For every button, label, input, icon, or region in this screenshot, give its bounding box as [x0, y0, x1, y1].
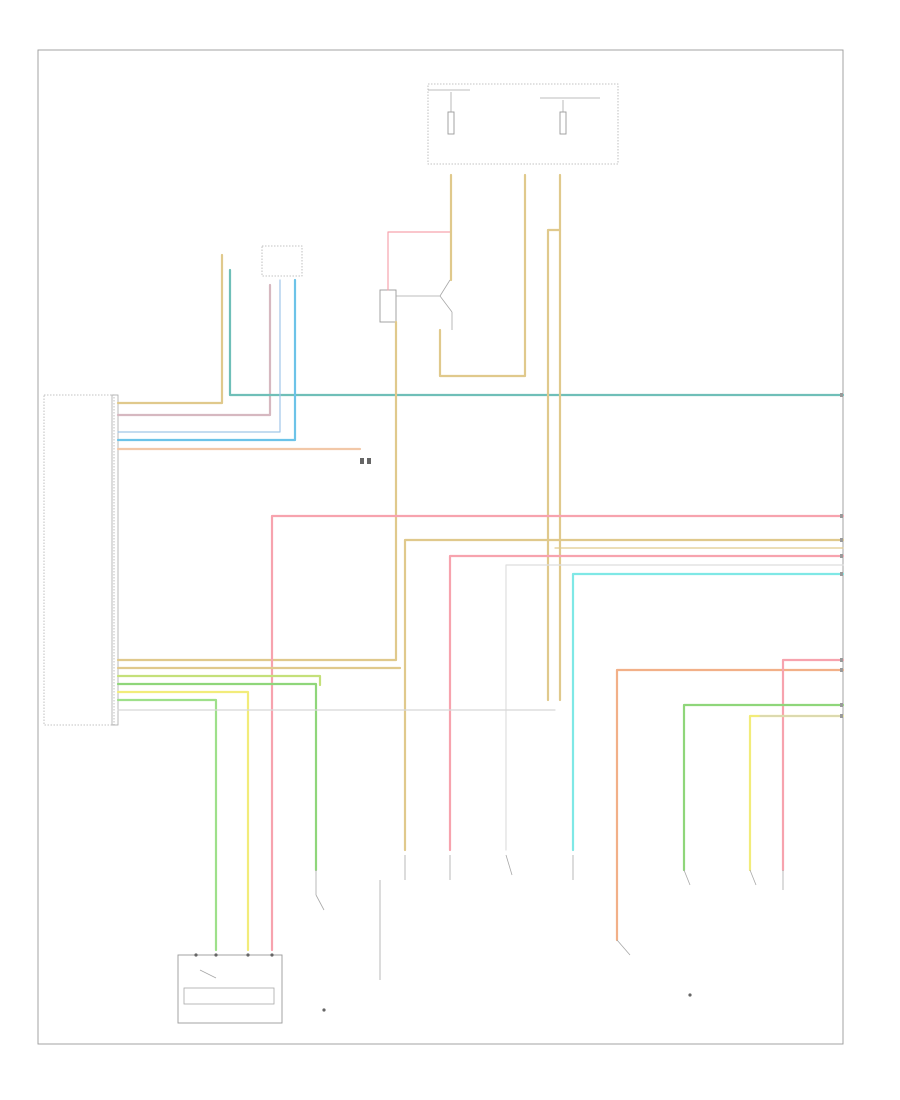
connector-tick	[840, 658, 843, 662]
wire-tan-relay	[116, 320, 398, 662]
switch-contact-1	[616, 939, 631, 956]
wire-pink-long	[270, 514, 845, 952]
wire-yellow-green-1	[116, 674, 322, 687]
wire-blue-2	[117, 279, 281, 433]
wire-yellow-1	[116, 690, 250, 952]
connector-tick	[840, 714, 843, 718]
diagram-frame	[37, 49, 844, 1045]
wire-pink-2	[448, 554, 845, 852]
range-switch-terminal-3	[246, 953, 250, 957]
fuse-2-symbol	[559, 111, 567, 135]
wire-orange-pink-1	[615, 668, 845, 942]
relay-feed-line	[439, 279, 451, 297]
wire-cyan-1	[571, 572, 845, 852]
control-module	[43, 394, 119, 726]
right-edge-connectors	[840, 393, 843, 718]
wire-green-1	[116, 682, 318, 872]
range-switch	[177, 953, 283, 1024]
control-module-outline	[43, 394, 115, 726]
wire-tan-fuse-3	[546, 173, 562, 702]
connector-tick	[840, 538, 843, 542]
wire-grey-1	[505, 564, 844, 851]
control-module-terminals	[111, 394, 119, 726]
wire-tan-fuse-2	[438, 173, 527, 378]
pressure-switch-assembly	[616, 869, 784, 997]
connector-tick	[840, 514, 843, 518]
solenoid-3-symbol	[505, 854, 513, 876]
relay-module	[379, 279, 453, 330]
fuse-1-symbol	[447, 111, 455, 135]
range-switch-inner	[183, 987, 275, 1005]
wire-green-3	[682, 703, 845, 872]
switch-contact-3	[749, 869, 757, 886]
fuse-block-outline	[427, 83, 619, 165]
wire-pink-3	[781, 658, 845, 872]
connector-tick	[840, 572, 843, 576]
wire-tan-long	[403, 538, 845, 852]
solenoid-group	[379, 854, 574, 980]
range-switch-outline	[177, 954, 283, 1024]
wire-tan-1	[116, 253, 224, 405]
switch-assembly-ground	[688, 993, 692, 997]
range-switch-contact	[199, 969, 217, 979]
range-switch-terminal-2	[214, 953, 218, 957]
wire-green-2	[116, 698, 218, 952]
switch-contact-2	[683, 869, 691, 886]
connector-tick	[840, 668, 843, 672]
wire-teal-1	[228, 268, 845, 397]
pressure-switch-blade	[315, 894, 325, 911]
connector-tick	[840, 554, 843, 558]
pressure-switch	[315, 870, 326, 1012]
wire-blue-1	[116, 278, 297, 442]
fuse-block	[427, 83, 619, 165]
pressure-switch-ground	[322, 1008, 326, 1012]
range-switch-terminal-1	[194, 953, 198, 957]
ground-connector-2	[367, 458, 371, 464]
connector-tick	[840, 703, 843, 707]
relay-coil-symbol	[379, 289, 397, 323]
sensor-module	[261, 245, 303, 277]
ground-connector-1	[360, 458, 364, 464]
sensor-module-outline	[261, 245, 303, 277]
wire-pink-relay	[387, 174, 452, 291]
wire-yellow-2	[748, 714, 845, 872]
range-switch-terminal-4	[270, 953, 274, 957]
wire-grey-pink-1	[116, 283, 272, 417]
relay-contact-lead	[396, 295, 453, 313]
connector-tick	[840, 393, 843, 397]
